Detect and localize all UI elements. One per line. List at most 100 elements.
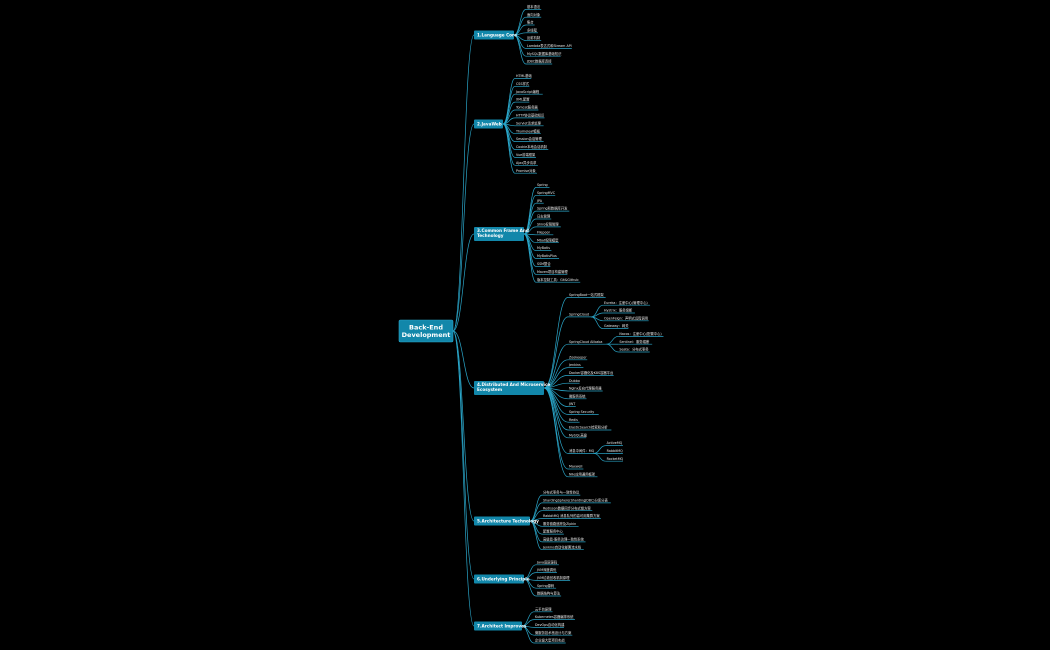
leaf-item: JVM垃圾回收机制原理 — [536, 575, 570, 580]
leaf-item: Servlet请求处理 — [516, 120, 542, 125]
branch-node-6[interactable]: 6.Underlying Principle — [474, 574, 530, 584]
leaf-item: MyBatisPlus — [537, 254, 557, 258]
leaf-item: SSM整合 — [537, 261, 551, 266]
branch-label: 2.JavaWeb — [477, 121, 502, 126]
branch-node-2[interactable]: 2.JavaWeb — [474, 119, 503, 129]
leaf-item: HTML基础 — [516, 73, 532, 78]
leaf-item: JDBC数据库连接 — [526, 59, 552, 64]
leaf-item: Dubbo — [569, 379, 580, 383]
leaf-item: Thymeleaf模板 — [515, 128, 541, 133]
leaf-item: SpringCloud Alibaba — [569, 340, 602, 344]
leaf-item: 日志管理 — [537, 214, 551, 219]
leaf-item: Zookeeper — [569, 355, 587, 359]
branch-node-7[interactable]: 7.Architect Improves — [474, 621, 527, 631]
leaf-item: SpringCloud — [569, 313, 589, 317]
leaf-item: Nginx反向代理服务器 — [569, 386, 602, 391]
branch-label: 5.Architecture Technology — [477, 518, 539, 523]
connector-line — [529, 520, 543, 551]
leaf-item: Docker容器化及K8S容器平台 — [569, 370, 614, 375]
connector-line — [513, 34, 527, 65]
branch-node-box — [474, 381, 544, 395]
leaf-item: Tomcat服务器 — [515, 105, 538, 110]
leaf-item: 配置服务中心 — [543, 529, 563, 534]
leaf-item: JVM深度调优 — [536, 567, 557, 572]
leaf-item: Cookie本地会话机制 — [516, 144, 548, 149]
connector-line — [452, 233, 475, 332]
leaf-item: Maxwell — [569, 465, 582, 469]
leaf-item: ElasticSearch检索和分析 — [569, 425, 608, 430]
leaf-item: Session会话管理 — [516, 136, 542, 141]
leaf-item: MyBatis — [537, 246, 550, 250]
connector-line — [593, 453, 606, 462]
leaf-item: Shiro权限管理 — [537, 222, 559, 227]
branch-label: 1.Language Core — [477, 32, 517, 37]
connector-line — [523, 233, 537, 275]
branch-node-box — [474, 119, 503, 129]
sub-leaf-item: Gateway：网关 — [604, 323, 629, 328]
sub-leaf-item: OpenFeign：声明式远程调用 — [604, 315, 648, 320]
leaf-item: 微服务系统 — [569, 393, 586, 398]
sub-leaf-item: Eureka：注册中心(管理中心) — [604, 300, 648, 305]
leaf-item: 集合 — [527, 20, 534, 25]
leaf-item: 服务链路追踪及Zipkin — [543, 521, 576, 526]
sub-leaf-item: Seata：分布式事务 — [619, 347, 649, 352]
leaf-item: XML配置 — [516, 97, 530, 102]
leaf-item: Mbat权限模型 — [537, 237, 559, 242]
connector-line — [452, 330, 475, 580]
leaf-item: RabbitMQ 消息队列的高可用集群方案 — [543, 513, 600, 518]
leaf-item: SpringMVC — [537, 191, 556, 195]
connector-line — [452, 123, 475, 332]
leaf-item: JavaScript编程 — [515, 89, 540, 94]
leaf-item: MySQL高级 — [569, 432, 588, 437]
leaf-item: Jenkins自动化部署流水线 — [542, 544, 582, 549]
leaf-item: 高级篇-服务治理一致性系统 — [543, 537, 584, 542]
connector-line — [543, 297, 569, 389]
leaf-item: DevOps自动化构建 — [535, 622, 565, 627]
sub-leaf-item: Sentinel：服务熔断 — [619, 339, 650, 344]
leaf-item: Redis — [569, 418, 578, 422]
connector-line — [543, 387, 569, 478]
leaf-item: Redisson数据同步分布式锁方案 — [543, 505, 591, 510]
connector-line — [606, 336, 619, 345]
branch-node-box — [474, 227, 524, 241]
leaf-item: Java底层源码 — [536, 559, 558, 564]
sub-leaf-item: RocketMQ — [607, 457, 624, 461]
connector-line — [513, 9, 527, 36]
leaf-item: 数据结构与算法 — [537, 591, 561, 596]
branch-label: 6.Underlying Principle — [477, 576, 530, 581]
connector-lines — [452, 9, 664, 644]
branch-node-5[interactable]: 5.Architecture Technology — [474, 516, 539, 526]
branch-label: 7.Architect Improves — [477, 623, 527, 628]
leaf-item: Ajax异步请求 — [516, 160, 537, 165]
leaf-item: Nile应用通用框架 — [569, 471, 596, 476]
leaf-item: Spring Security — [569, 410, 594, 414]
leaf-item: JPA — [536, 199, 543, 203]
connector-line — [543, 316, 569, 389]
leaf-item: Jenkins — [568, 363, 581, 367]
leaf-item: HTTP协议基础知识 — [516, 113, 545, 118]
connector-line — [523, 578, 537, 597]
connector-line — [523, 233, 537, 283]
sub-leaf-item: Nacos：注册中心(配置中心) — [619, 331, 661, 336]
leaf-item: 面向对象 — [527, 12, 541, 17]
branch-node-box — [474, 516, 530, 526]
connector-line — [543, 359, 569, 389]
leaf-item: JWT — [568, 402, 576, 406]
leaf-item: 反射机制 — [527, 35, 541, 40]
branch-node-1[interactable]: 1.Language Core — [474, 30, 517, 40]
branch-node-box — [474, 574, 524, 584]
leaf-item: 基本语法 — [527, 4, 541, 9]
leaf-item: 企业级大型项目实战 — [535, 638, 565, 643]
sub-leaf-item: ActiveMQ — [607, 441, 623, 445]
sub-leaf-item: RabbitMQ — [607, 449, 623, 453]
connector-line — [543, 343, 569, 389]
leaf-item: CSS样式 — [516, 81, 530, 86]
connector-line — [590, 316, 604, 329]
root-node-box — [398, 319, 454, 343]
